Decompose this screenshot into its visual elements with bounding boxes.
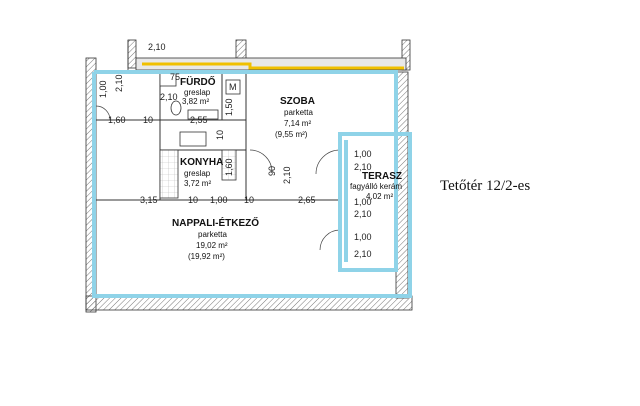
dim-door90-h: 2,10 [282, 166, 292, 184]
bottom-outer-wall [85, 295, 413, 311]
room-area-nappali: 19,02 m² [196, 241, 228, 250]
dim-row2-d: 10 [244, 195, 254, 205]
dim-row2-b: 10 [188, 195, 198, 205]
bathroom-fixtures [159, 71, 241, 120]
room-area2-szoba: (9,55 m²) [275, 130, 308, 139]
room-material-nappali: parketta [198, 230, 227, 239]
room-material-terasz: fagyálló kerám [350, 182, 402, 191]
room-name-szoba: SZOBA [280, 96, 315, 107]
dim-terasz-d3-w: 1,00 [354, 232, 372, 242]
dim-row1-a: 1,60 [108, 115, 126, 125]
room-name-konyha: KONYHA [180, 157, 223, 168]
door-swings [95, 105, 341, 251]
dim-konyha-h: 1,60 [224, 158, 234, 176]
dim-row2-a: 3,15 [140, 195, 158, 205]
dim-door90-w: 90 [267, 166, 277, 176]
dim-top-partial: 2,10 [148, 42, 166, 52]
roof-edge-line [142, 62, 404, 70]
dim-terasz-d2-w: 1,00 [354, 197, 372, 207]
dim-terasz-d1-h: 2,10 [354, 162, 372, 172]
dim-furdo-door-h: 2,10 [160, 92, 178, 102]
room-material-szoba: parketta [284, 108, 313, 117]
dim-row1-c: 2,55 [190, 115, 208, 125]
dim-m-mark: M [229, 82, 237, 92]
sheet-title: Tetőtér 12/2-es [440, 178, 530, 194]
room-area-szoba: 7,14 m² [284, 119, 311, 128]
accent-wall-outline [92, 70, 412, 298]
room-material-furdo: greslap [184, 88, 211, 97]
dim-row1-d: 10 [215, 130, 225, 140]
room-name-terasz: TERASZ [362, 171, 402, 182]
dim-terasz-d2-h: 2,10 [354, 209, 372, 219]
dim-left-door-h: 2,10 [114, 74, 124, 92]
room-material-konyha: greslap [184, 169, 211, 178]
room-area-konyha: 3,72 m² [184, 179, 211, 188]
room-area-terasz: 4,02 m² [366, 192, 393, 201]
dim-terasz-d3-h: 2,10 [354, 249, 372, 259]
dim-terasz-d1-w: 1,00 [354, 149, 372, 159]
dim-row2-e: 2,65 [298, 195, 316, 205]
dim-furdo-door-w: 75 [170, 72, 180, 82]
dim-left-door-w: 1,00 [98, 80, 108, 98]
room-name-nappali: NAPPALI-ÉTKEZŐ [172, 216, 259, 229]
room-area-furdo: 3,82 m² [182, 97, 209, 106]
dim-row2-c: 1,00 [210, 195, 228, 205]
dim-row1-b: 10 [143, 115, 153, 125]
kitchen-counter [159, 131, 237, 199]
dim-furdo-stack: 1,50 [224, 98, 234, 116]
room-area2-nappali: (19,92 m²) [188, 252, 225, 261]
room-name-furdo: FÜRDŐ [180, 75, 216, 88]
